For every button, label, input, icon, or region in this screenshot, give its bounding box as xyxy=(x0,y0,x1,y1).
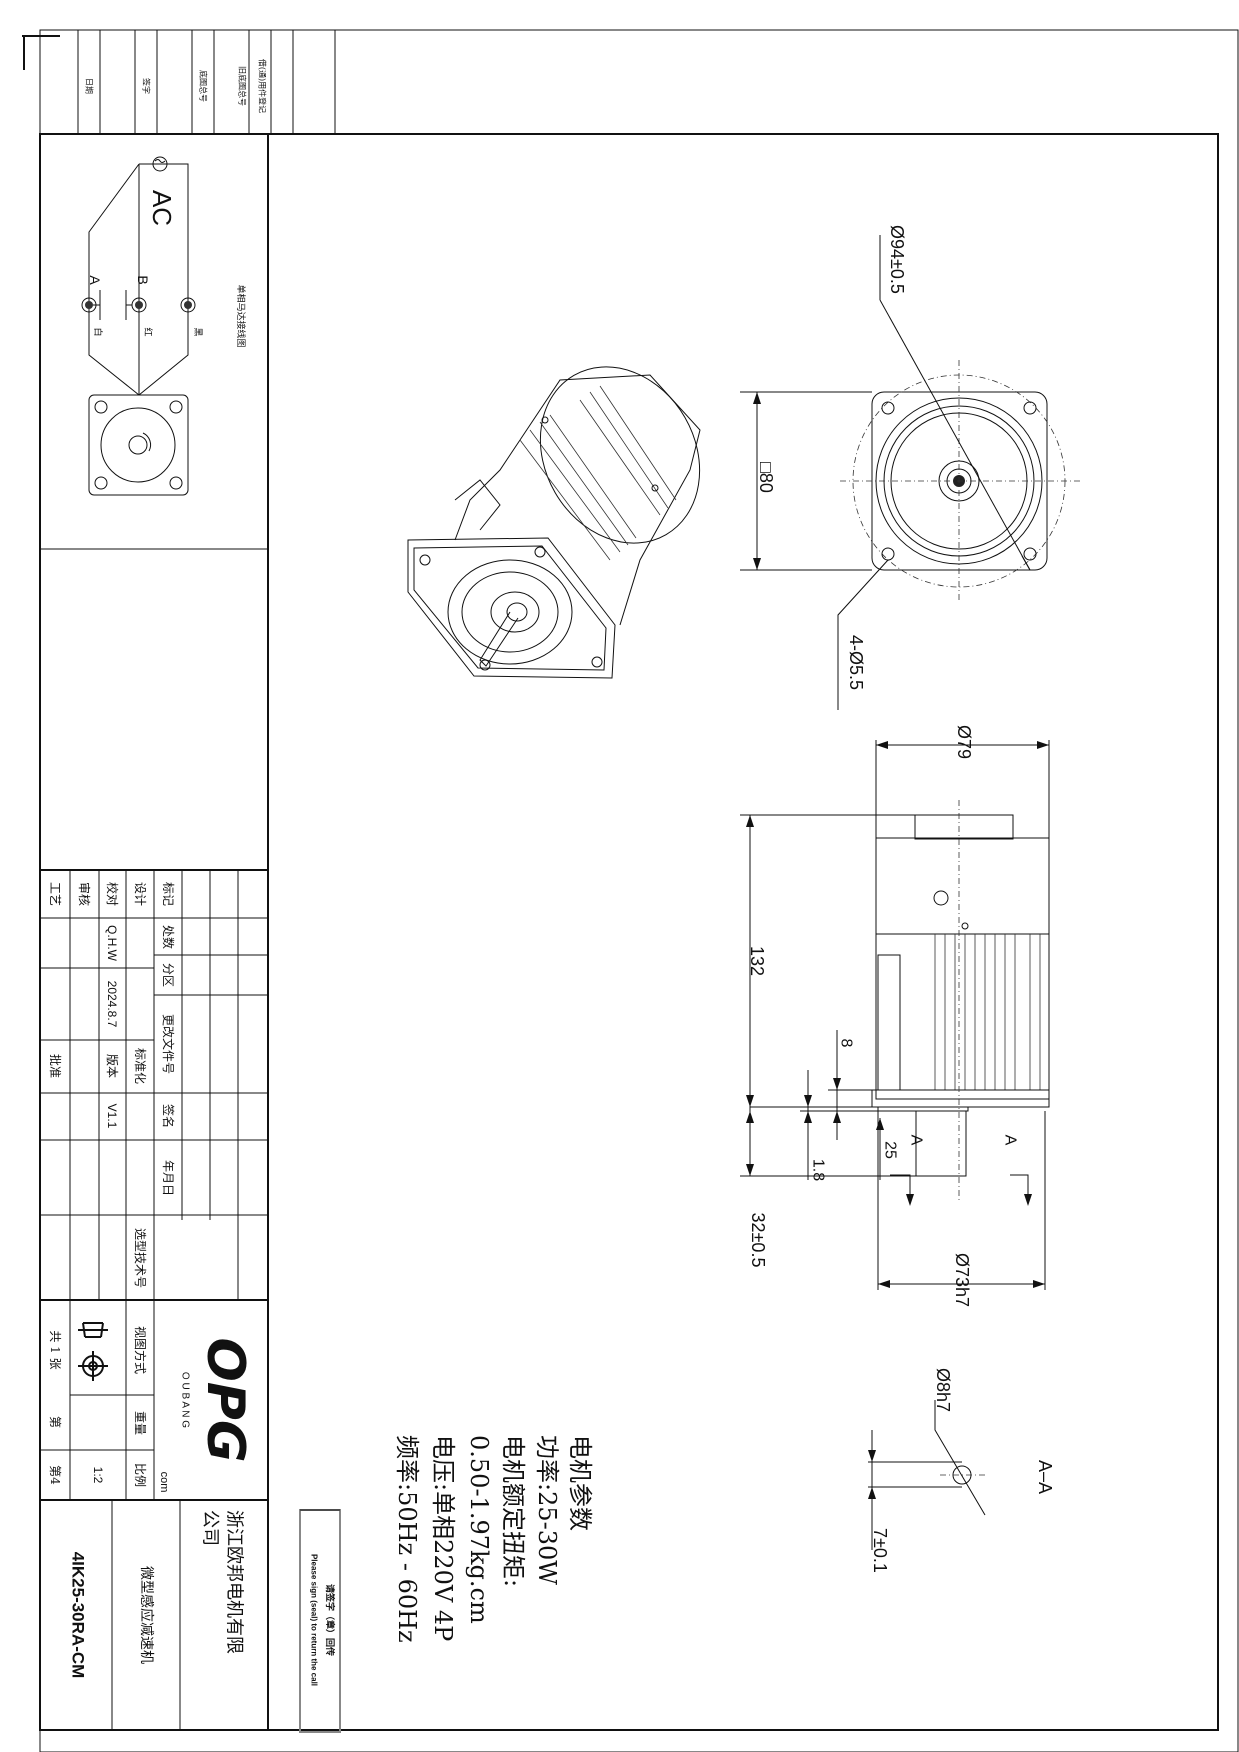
section-a-a: Ø8h7 7±0.1 A–A xyxy=(868,1368,1055,1573)
zone-label: 分区 xyxy=(161,963,175,987)
wiring-title: 单相马达接线图 xyxy=(235,284,247,347)
old-base-drawing-no-label: 旧底图总号 xyxy=(238,66,248,106)
param-torque-label: 电机额定扭矩: xyxy=(499,1435,527,1587)
design-label: 设计 xyxy=(133,882,147,906)
wire-black-label: 黑 xyxy=(192,327,203,336)
review-label: 审核 xyxy=(77,882,92,906)
param-frequency: 频率:50Hz - 60Hz xyxy=(393,1435,421,1643)
model-number: 4IK25-30RA-CM xyxy=(69,1552,88,1679)
sheet-no-label: 第 xyxy=(48,1416,62,1428)
selection-no-label: 选型技术号 xyxy=(133,1228,147,1288)
view-method-label: 视图方式 xyxy=(133,1326,148,1374)
dim-shaft-dia: Ø8h7 xyxy=(933,1368,953,1412)
svg-text:com: com xyxy=(158,1472,170,1493)
wire-red-label: 红 xyxy=(142,327,154,336)
sign-label: 签名 xyxy=(161,1104,176,1128)
product-name: 微型感应减速机 xyxy=(138,1566,155,1664)
sheets-total: 共 1 张 xyxy=(48,1330,62,1369)
date-label: 日期 xyxy=(85,78,94,94)
projection-symbol-icon xyxy=(78,1322,108,1381)
dim-pilot-h: 1.8 xyxy=(810,1159,827,1181)
company-name-line2: 公司 xyxy=(200,1510,221,1546)
version-value: V1.1 xyxy=(105,1104,119,1129)
company-logo: OPG O U B A N G com xyxy=(158,1338,255,1493)
checker-value: Q.H.W xyxy=(105,925,119,962)
section-title: A–A xyxy=(1035,1460,1055,1494)
dim-shaft-len: 32±0.5 xyxy=(748,1213,768,1268)
wiring-diagram: AC A B 白 红 黑 单相马达接线图 xyxy=(81,156,247,496)
svg-text:OPG: OPG xyxy=(195,1338,255,1463)
date-value: 2024.8.7 xyxy=(105,981,119,1028)
sign-return-en: Please sign (seal) to return the call xyxy=(310,1554,319,1686)
side-view: Ø79 132 8 1.8 32±0.5 25 Ø73h7 xyxy=(740,725,1050,1307)
params-title: 电机参数 xyxy=(566,1435,594,1531)
motor-parameters: 电机参数 功率:25-30W 电机额定扭矩: 0.50-1.97kg.cm 电压… xyxy=(393,1435,594,1643)
motor-isometric-view xyxy=(407,366,701,679)
terminal-c-icon xyxy=(180,297,196,313)
dim-body-dia: Ø79 xyxy=(954,725,974,759)
dim-pilot: 25 xyxy=(882,1141,899,1159)
terminal-a-label: A xyxy=(87,275,103,285)
front-view: Ø94±0.5 □80 4-Ø5.5 xyxy=(740,225,1080,710)
param-voltage: 电压:单相220V 4P xyxy=(429,1435,457,1641)
company-name-line1: 浙江欧邦电机有限 xyxy=(224,1510,245,1654)
dim-length: 132 xyxy=(747,946,767,976)
title-block: 标记 处数 分区 更改文件号 签名 年月日 设计 校对 审核 工艺 标准化 版本… xyxy=(40,869,268,1730)
mark-label: 标记 xyxy=(161,882,175,906)
dim-pilot-dia: Ø73h7 xyxy=(952,1253,972,1307)
approve-label: 批准 xyxy=(48,1054,63,1078)
section-mark-a-left: A xyxy=(908,1135,925,1146)
scale-value: 1:2 xyxy=(91,1467,105,1484)
date-col-label: 年月日 xyxy=(161,1160,175,1196)
svg-text:O U B A N G: O U B A N G xyxy=(180,1372,191,1428)
base-drawing-no-label: 底图总号 xyxy=(199,70,209,102)
sign-return-cn: 请签字（章）回传 xyxy=(324,1584,336,1656)
section-mark-a-right: A xyxy=(1002,1135,1019,1146)
check-label: 校对 xyxy=(105,882,120,906)
dim-pcd: Ø94±0.5 xyxy=(887,225,907,294)
terminal-b-label: B xyxy=(135,275,151,284)
dim-flange: 8 xyxy=(838,1039,855,1048)
sign-return-box: 请签字（章）回传 Please sign (seal) to return th… xyxy=(299,1509,341,1733)
change-doc-label: 更改文件号 xyxy=(161,1014,176,1074)
dim-square: □80 xyxy=(756,462,776,493)
dim-holes: 4-Ø5.5 xyxy=(846,635,866,690)
version-label: 版本 xyxy=(105,1054,119,1078)
motor-front-icon xyxy=(88,394,189,496)
count-label: 处数 xyxy=(161,925,176,949)
side-strip: 日期 签字 底图总号 旧底图总号 借(通)用件登记 xyxy=(77,30,336,134)
standardize-label: 标准化 xyxy=(133,1048,147,1084)
param-power: 功率:25-30W xyxy=(533,1435,561,1585)
param-torque-value: 0.50-1.97kg.cm xyxy=(465,1435,493,1624)
process-label: 工艺 xyxy=(48,882,62,906)
sheet-frame xyxy=(22,29,1239,1752)
dim-flat: 7±0.1 xyxy=(870,1528,890,1573)
borrowed-parts-label: 借(通)用件登记 xyxy=(258,59,268,113)
sheet-no-value: 第4 xyxy=(48,1465,62,1485)
weight-label: 重量 xyxy=(133,1411,147,1435)
scale-label: 比例 xyxy=(133,1463,147,1487)
signature-label: 签字 xyxy=(142,78,152,94)
ac-label: AC xyxy=(147,190,177,226)
wire-white-label: 白 xyxy=(92,327,104,336)
